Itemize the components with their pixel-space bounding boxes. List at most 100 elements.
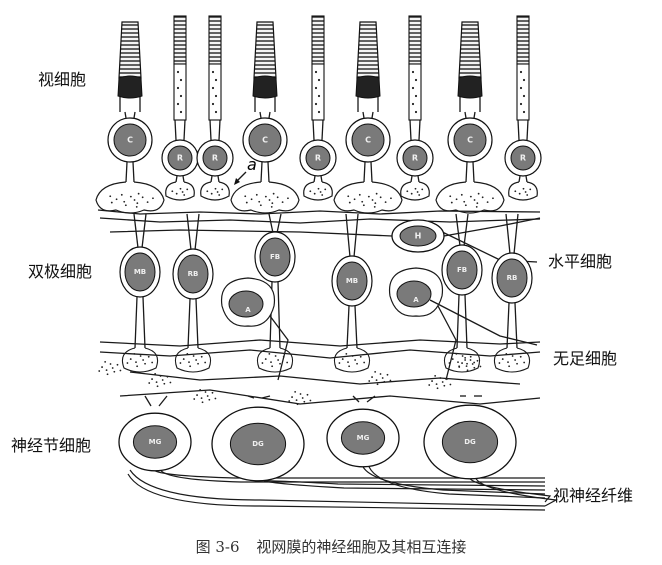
stipple-dot xyxy=(481,196,484,199)
stipple-dot xyxy=(428,384,431,386)
cell-bodies xyxy=(98,15,542,482)
stipple-dot xyxy=(175,192,178,195)
stipple-dot xyxy=(261,362,264,364)
stipple-dot xyxy=(163,382,166,385)
photoreceptor-fiber xyxy=(362,111,365,119)
stipple-dot xyxy=(211,391,214,394)
photoreceptor-axon xyxy=(182,175,185,183)
stipple-dot xyxy=(455,352,458,355)
stipple-dot xyxy=(211,70,215,74)
stipple-dot xyxy=(368,380,371,382)
bipolar-axon xyxy=(346,305,350,349)
photoreceptor-axon xyxy=(518,175,521,183)
bipolar-terminal-stipple xyxy=(126,352,154,368)
stipple-dot xyxy=(244,195,247,198)
stipple-dot xyxy=(443,384,446,387)
stipple-dot xyxy=(183,194,186,196)
rod-inner-segment xyxy=(208,63,222,121)
photoreceptor-letter: R xyxy=(412,154,418,163)
bipolar-terminal-stipple xyxy=(261,352,289,368)
photoreceptor-fiber xyxy=(268,111,271,119)
pointer-letter: a xyxy=(247,155,257,174)
cone-outer-segment xyxy=(356,21,380,79)
bipolar-nucleus xyxy=(496,258,528,298)
photoreceptor-fiber xyxy=(526,119,529,141)
stipple-dot xyxy=(411,70,415,74)
photoreceptor-axon xyxy=(132,161,135,183)
stipple-dot xyxy=(129,195,132,198)
stipple-dot xyxy=(268,199,271,201)
bipolar-terminal xyxy=(121,347,159,373)
synapse-cluster xyxy=(458,356,482,372)
horizontal-cell-process xyxy=(443,217,541,237)
inner-plexiform-line xyxy=(99,339,541,347)
stipple-dot xyxy=(214,187,217,190)
stipple-dot xyxy=(492,197,494,200)
stipple-dot xyxy=(359,355,362,358)
stipple-dot xyxy=(314,70,318,74)
ganglion-dendrite xyxy=(352,395,360,403)
stipple-dot xyxy=(384,201,387,203)
stipple-dot xyxy=(449,195,452,198)
stipple-dot xyxy=(486,201,489,203)
stipple-dot xyxy=(161,379,164,381)
cone-pedicle-stipple xyxy=(449,192,494,208)
cone-outer-segment xyxy=(253,21,277,79)
photoreceptor-nucleus xyxy=(248,123,282,157)
rod-inner-segment xyxy=(311,63,325,121)
bipolar-dendrite xyxy=(276,213,282,234)
stipple-dot xyxy=(475,205,478,208)
stipple-dot xyxy=(179,187,182,190)
bipolar-terminal-stipple xyxy=(179,352,207,368)
stipple-dot xyxy=(147,355,150,358)
inner-plexiform-line xyxy=(119,389,541,405)
photoreceptor-fiber xyxy=(124,111,127,119)
photoreceptor-fiber xyxy=(183,119,186,141)
rod-spherule xyxy=(200,181,230,201)
amacrine-nucleus xyxy=(228,290,264,318)
photoreceptor-axon xyxy=(417,175,420,183)
optic-nerve-fiber xyxy=(127,473,546,511)
bipolar-terminal xyxy=(256,347,294,373)
photoreceptor-nucleus xyxy=(167,145,193,171)
stipple-dot xyxy=(144,362,146,365)
bipolar-nucleus xyxy=(177,254,209,294)
stipple-dot xyxy=(351,355,354,357)
stipple-dot xyxy=(449,383,452,386)
stipple-dot xyxy=(176,86,180,90)
photoreceptor-axon xyxy=(320,175,323,183)
stipple-dot xyxy=(469,195,472,198)
ganglion-axon xyxy=(154,470,545,479)
stipple-dot xyxy=(136,365,139,368)
stipple-dot xyxy=(434,374,437,377)
bipolar-letter: MB xyxy=(346,277,358,285)
stipple-dot xyxy=(110,201,113,204)
bipolar-axon xyxy=(195,298,199,349)
stipple-dot xyxy=(373,205,376,208)
stipple-dot xyxy=(383,380,386,383)
stipple-dot xyxy=(317,94,321,98)
figure-caption: 图 3-6 视网膜的神经细胞及其相互连接 xyxy=(0,536,662,557)
amacrine-process xyxy=(437,305,457,381)
rod-outer-segment xyxy=(408,15,422,65)
stipple-dot xyxy=(281,201,284,203)
stipple-dot xyxy=(414,187,417,190)
stipple-dot xyxy=(113,370,116,373)
photoreceptor-axon xyxy=(125,161,128,183)
cone-outer-segment xyxy=(458,21,482,79)
stipple-dot xyxy=(146,201,149,203)
photoreceptor-letter: C xyxy=(365,136,371,145)
stipple-dot xyxy=(507,361,509,363)
stipple-dot xyxy=(319,191,322,193)
photoreceptor-axon xyxy=(410,175,413,183)
stipple-dot xyxy=(458,366,461,368)
stipple-dot xyxy=(390,197,392,200)
stipple-dot xyxy=(214,78,218,82)
amacrine-nucleus xyxy=(396,280,432,308)
stipple-dot xyxy=(519,102,523,106)
ganglion-letter: DG xyxy=(464,438,476,446)
stipple-dot xyxy=(179,110,183,114)
bipolar-dendrite xyxy=(353,213,359,258)
stipple-dot xyxy=(519,355,522,358)
stipple-dot xyxy=(414,78,418,82)
